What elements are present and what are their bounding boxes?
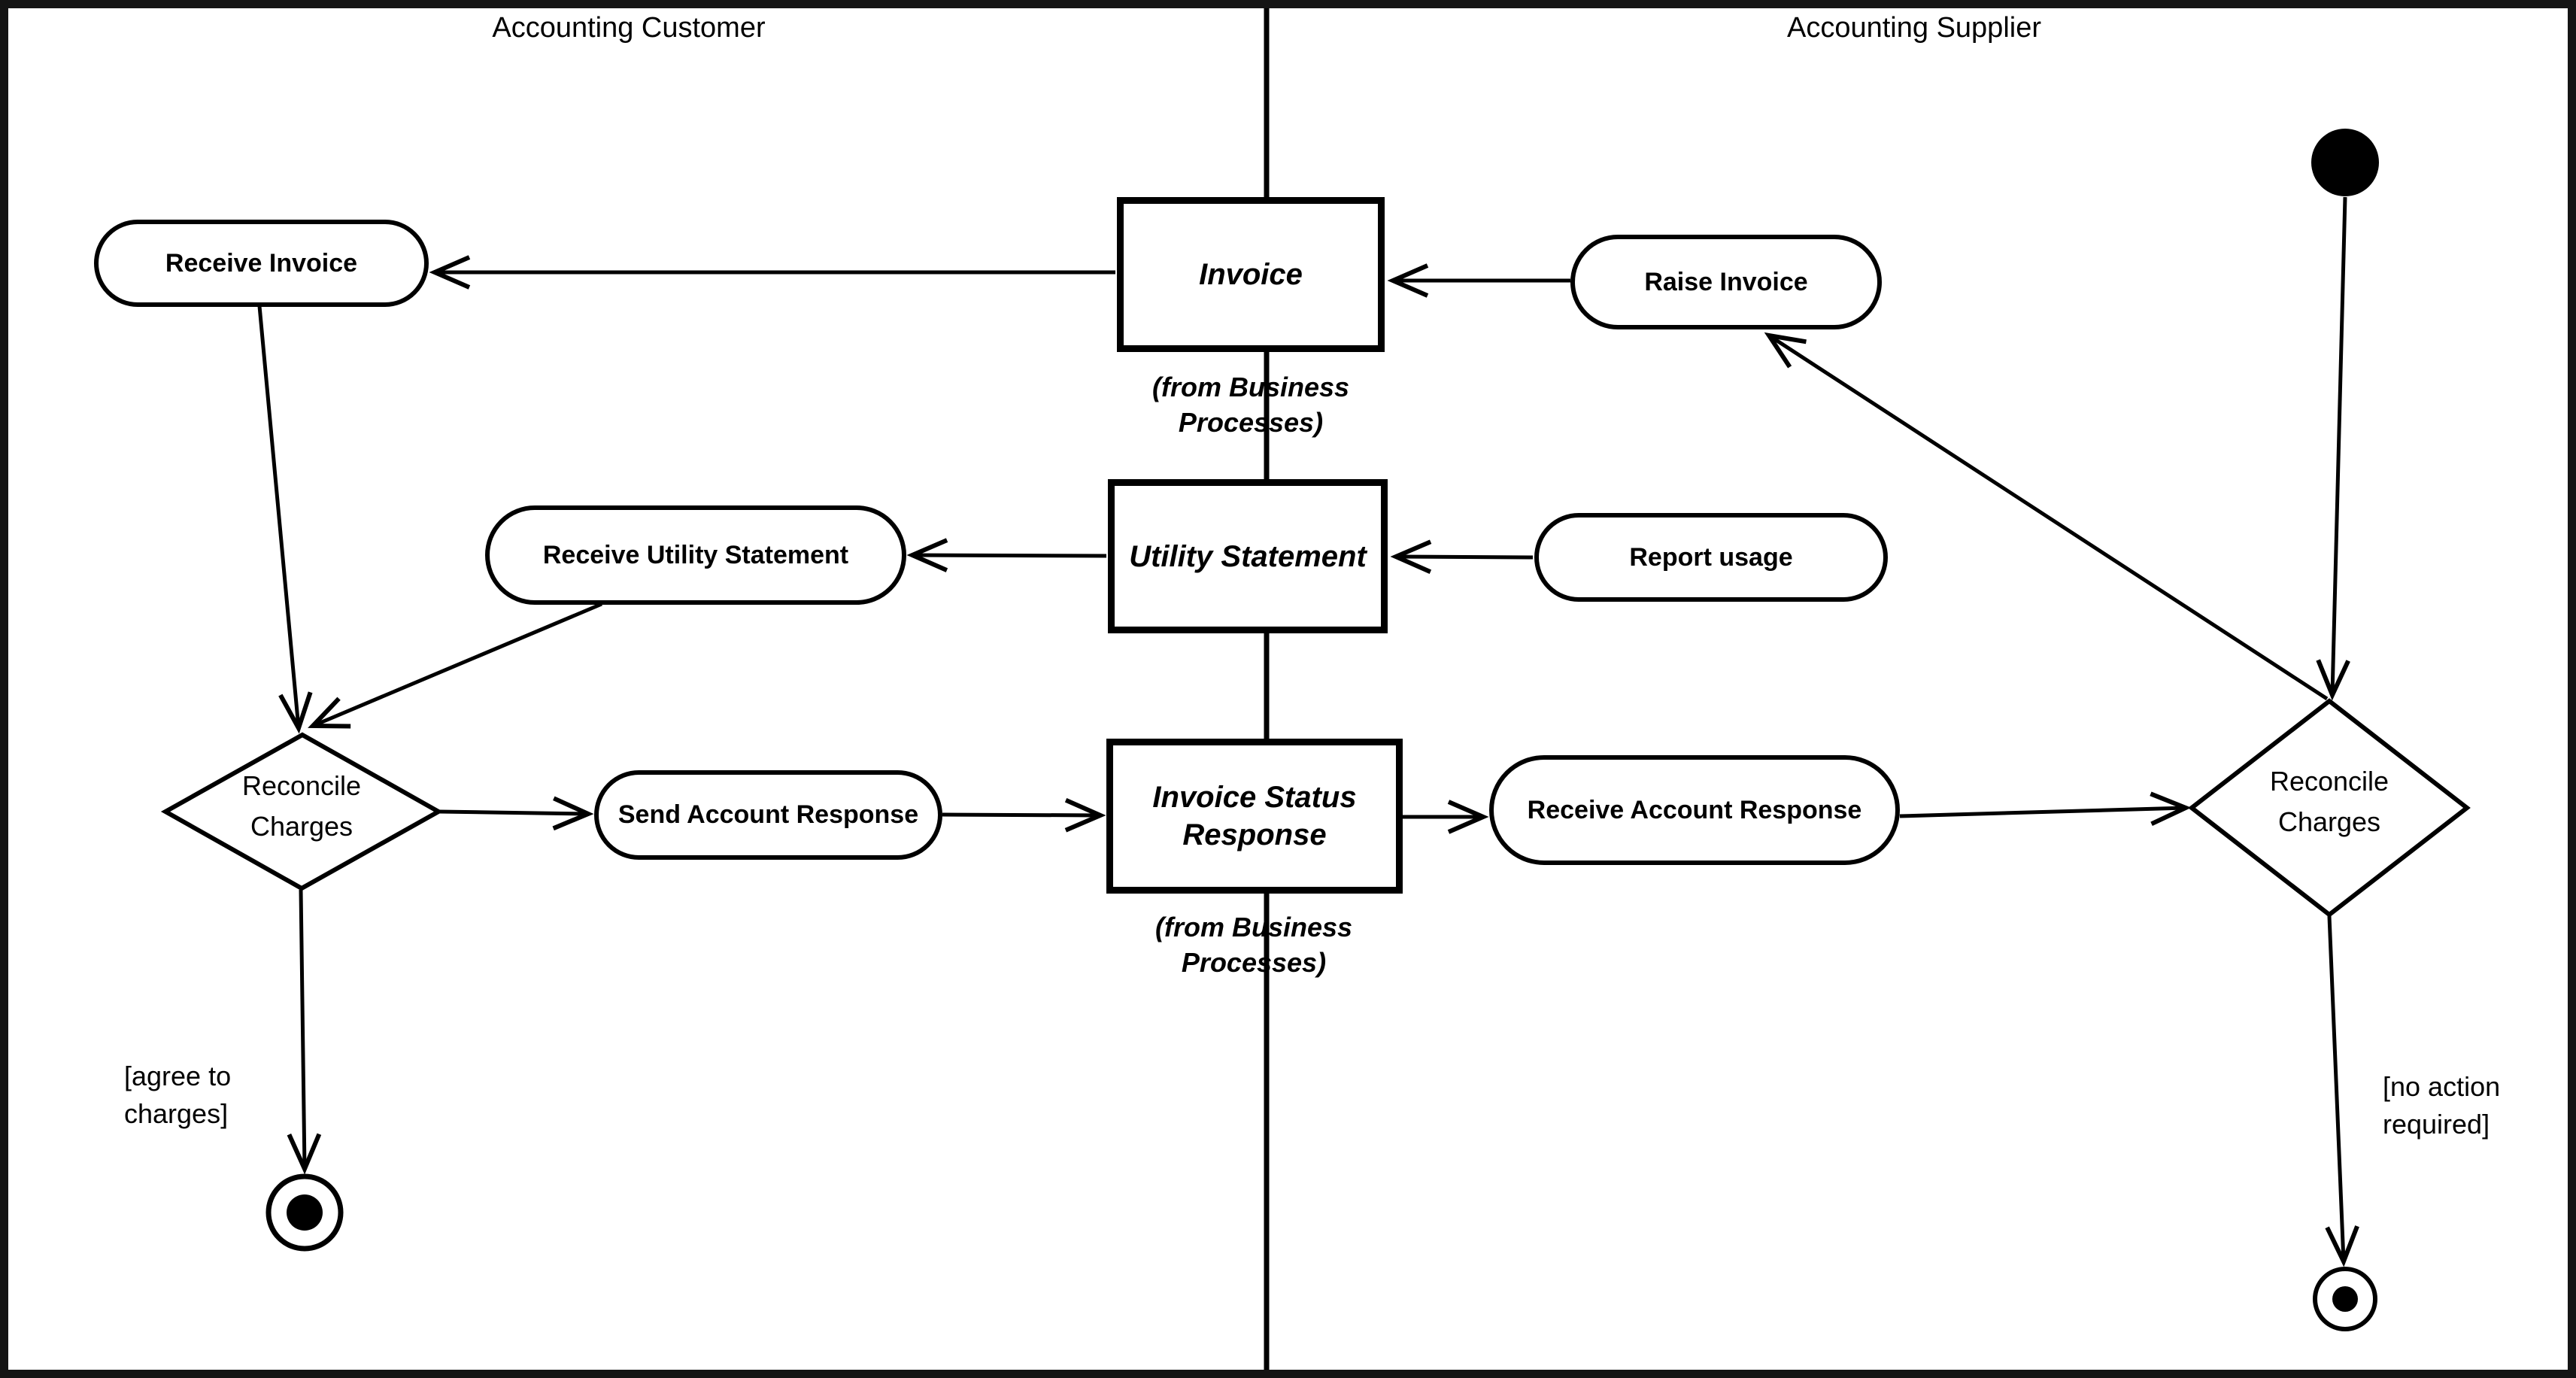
edge-utility-statement-to-receive-utility-statement [906, 538, 1107, 572]
stereotype-invoice-status-response: (from Business Processes) [1154, 912, 1353, 978]
lane-title-customer: Accounting Customer [492, 12, 766, 44]
object-invoice-status-response: Invoice Status Response [1106, 739, 1403, 894]
activity-receive-account-response: Receive Account Response [1489, 755, 1900, 865]
guard-agree-to-charges: [agree to charges] [124, 1061, 232, 1130]
activity-raise-invoice: Raise Invoice [1570, 235, 1882, 329]
activity-report-usage: Report usage [1534, 513, 1888, 602]
edge-receive-utility-statement-to-reconcile-customer [308, 602, 602, 729]
object-utility-statement: Utility Statement [1108, 479, 1388, 633]
final-node-customer [265, 1173, 344, 1252]
object-invoice: Invoice [1117, 197, 1385, 352]
initial-node [2311, 129, 2379, 196]
edge-receive-account-response-to-reconcile-supplier [1899, 791, 2192, 827]
activity-receive-invoice: Receive Invoice [94, 220, 429, 307]
stereotype-invoice: (from Business Processes) [1151, 372, 1350, 438]
final-node-supplier [2313, 1267, 2377, 1331]
edge-reconcile-customer-to-final-customer [287, 889, 322, 1175]
decision-diamond-customer [160, 732, 444, 891]
activity-send-account-response: Send Account Response [594, 770, 942, 860]
lane-title-supplier: Accounting Supplier [1787, 12, 2041, 44]
edge-reconcile-supplier-to-final-supplier [2325, 915, 2359, 1267]
decision-label-customer: Reconcile Charges [241, 770, 362, 842]
decision-diamond-supplier [2188, 698, 2471, 918]
edge-start-to-reconcile-supplier [2316, 196, 2350, 701]
guard-no-action-required: [no action required] [2383, 1071, 2501, 1140]
edge-receive-invoice-to-reconcile-customer [257, 305, 313, 734]
edge-reconcile-supplier-to-raise-invoice [1764, 332, 2329, 701]
decision-label-supplier: Reconcile Charges [2269, 766, 2389, 837]
activity-receive-utility-statement: Receive Utility Statement [485, 505, 906, 605]
edge-reconcile-customer-to-send-account-response [438, 796, 594, 831]
